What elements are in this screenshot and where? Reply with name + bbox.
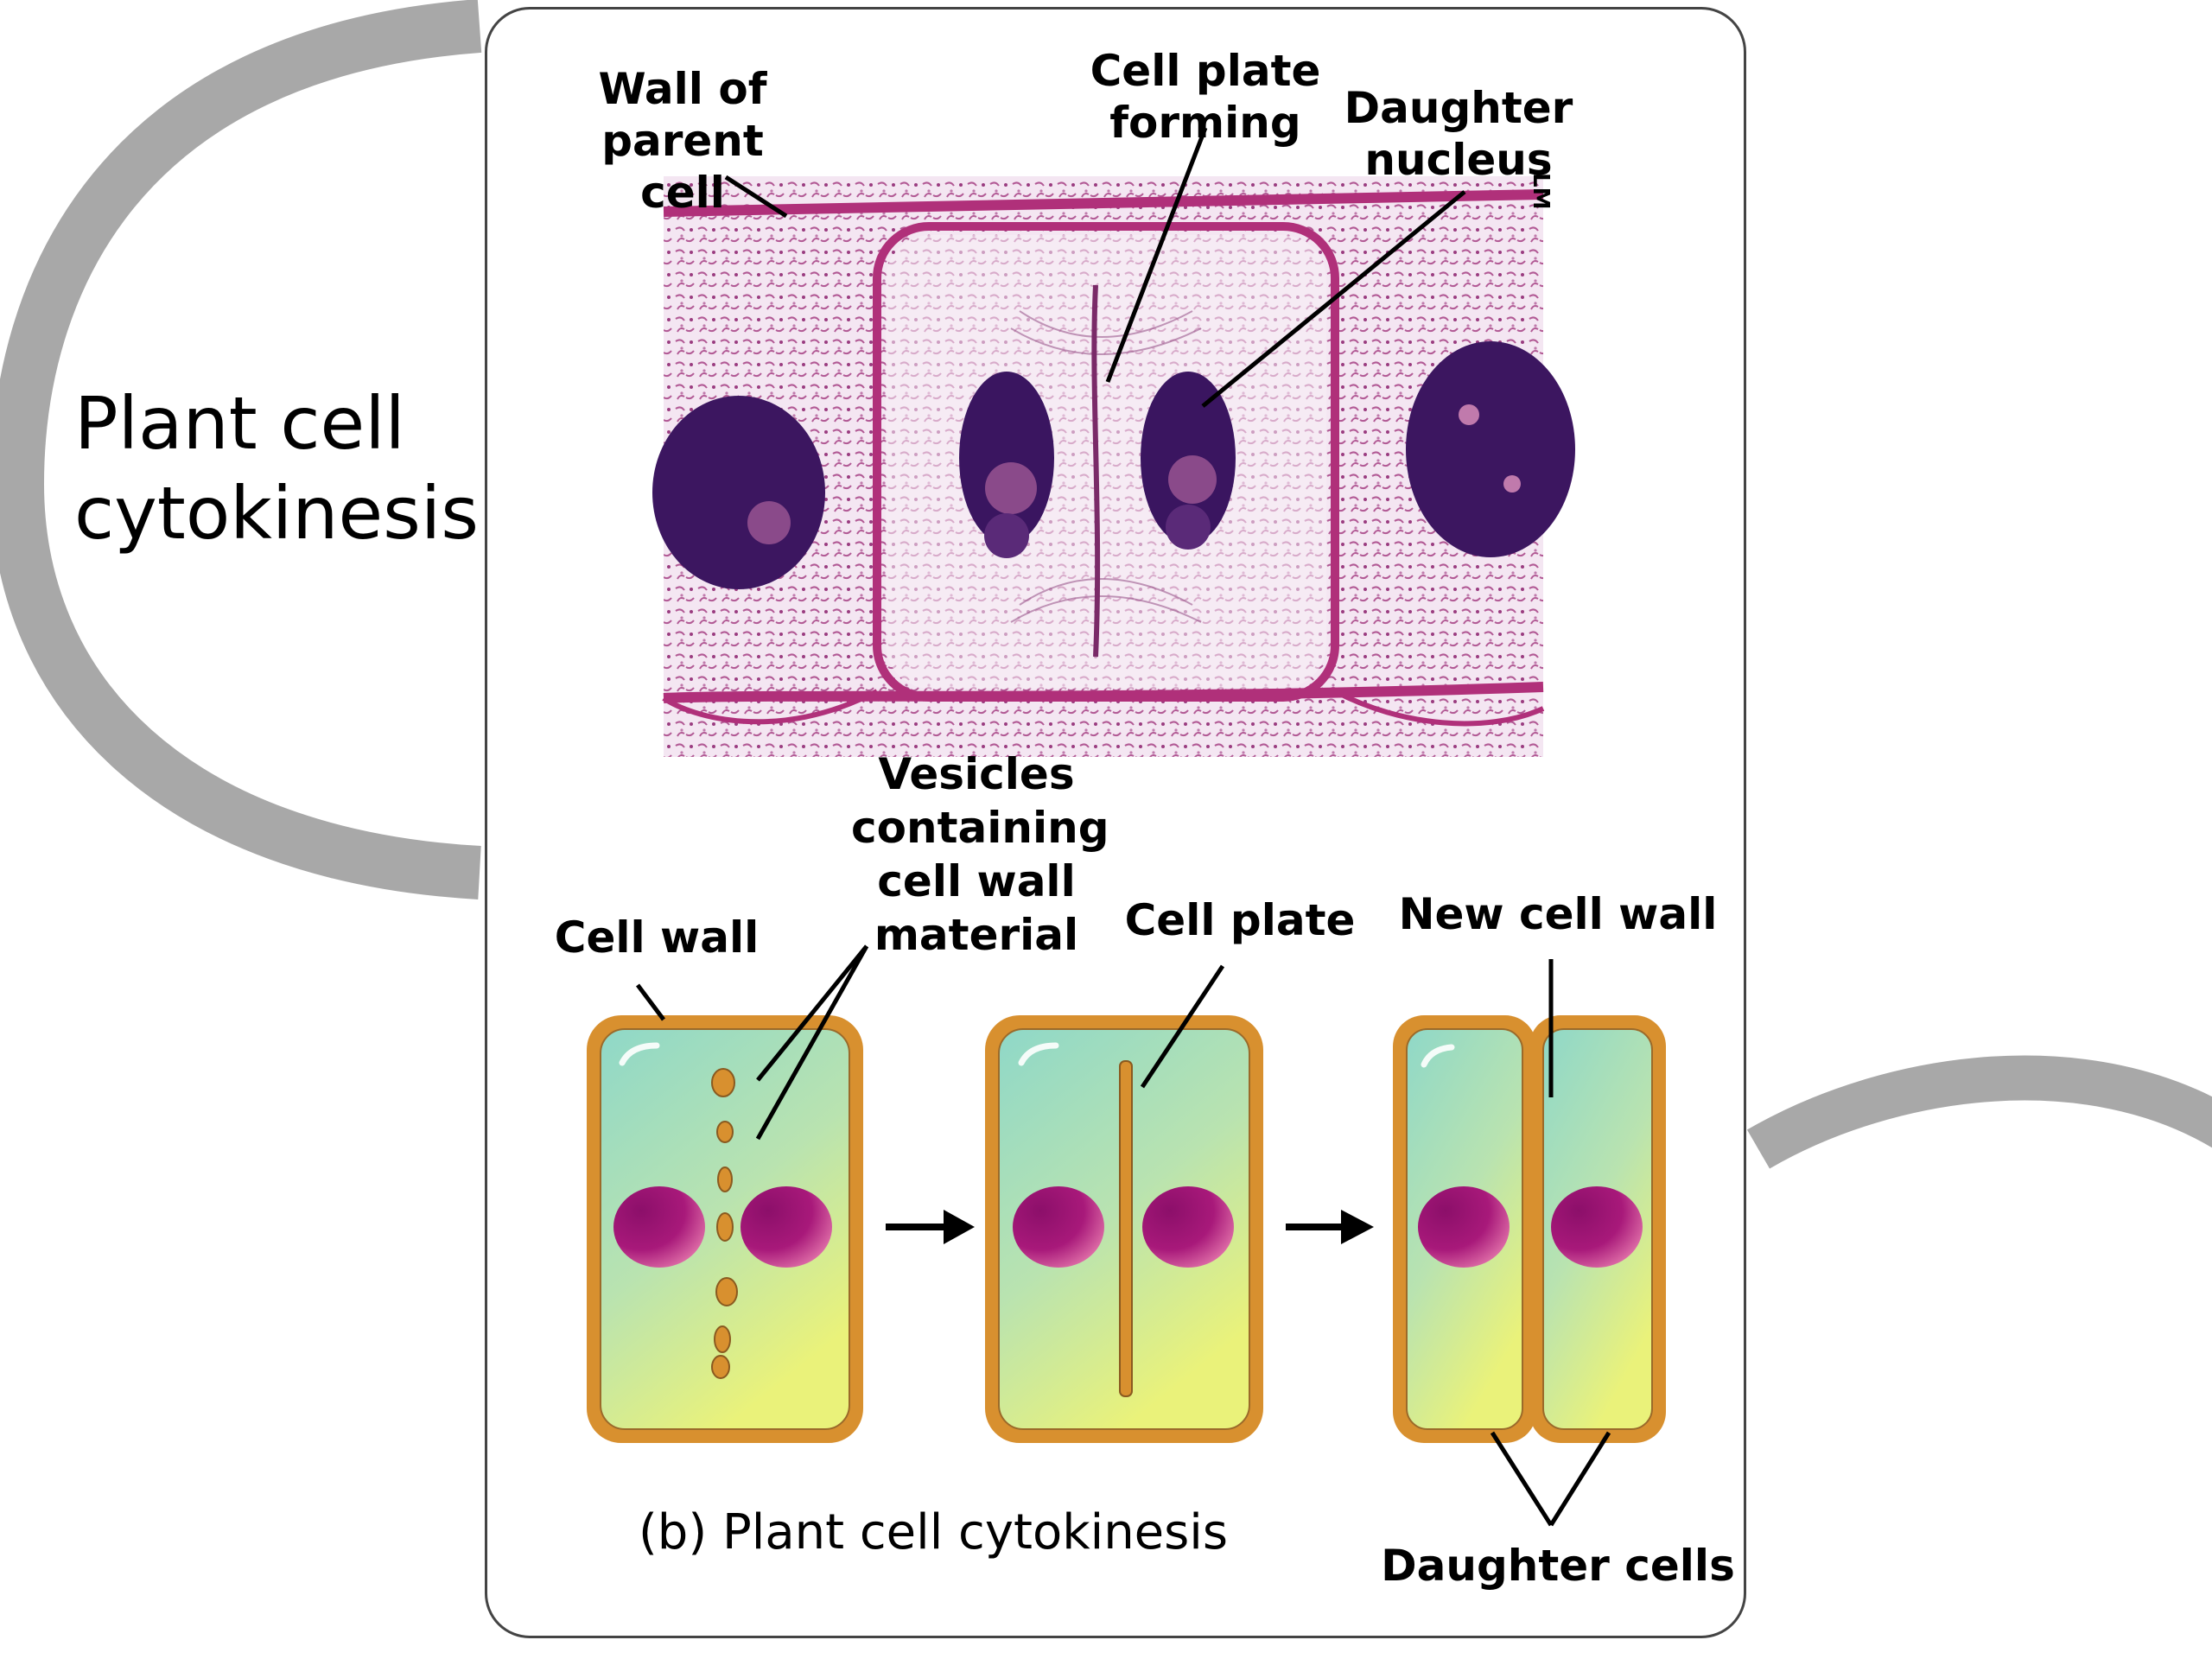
diagram-cell-2 (985, 1015, 1263, 1443)
micrograph-leader-lines (724, 127, 1466, 408)
label-vesicles: Vesicles containing cell wall material (851, 749, 1109, 960)
right-arc (1746, 1055, 2212, 1169)
diagram-cell-1 (587, 1015, 863, 1443)
micrograph-neighbor-nuclei (652, 341, 1575, 589)
left-arc (0, 0, 482, 899)
label-cell-plate: Cell plate (1124, 895, 1356, 945)
figure-caption: (b) Plant cell cytokinesis (638, 1504, 1229, 1560)
micrograph (652, 176, 1575, 757)
micrograph-daughter-nuclei (959, 372, 1236, 558)
label-cell-plate-forming: Cell plate forming (1090, 46, 1321, 148)
cell-plate (1119, 1060, 1133, 1397)
vesicles (711, 1068, 738, 1379)
micrograph-cell-plate (1091, 284, 1101, 658)
diagram-leader-lines (636, 944, 1611, 1527)
slide-title: Plant cell cytokinesis (74, 381, 479, 556)
label-new-cell-wall: New cell wall (1398, 889, 1718, 939)
label-daughter-nucleus: Daughter nucleus (1344, 83, 1573, 185)
arrow-2 (1286, 1210, 1374, 1244)
micrograph-cell-walls (662, 189, 1545, 727)
label-cell-wall: Cell wall (554, 912, 760, 963)
diagram-daughter-cells (1393, 1015, 1666, 1443)
label-wall-of-parent-cell: Wall of parent cell (598, 64, 767, 218)
arrow-1 (886, 1210, 975, 1244)
label-daughter-cells: Daughter cells (1381, 1541, 1735, 1591)
